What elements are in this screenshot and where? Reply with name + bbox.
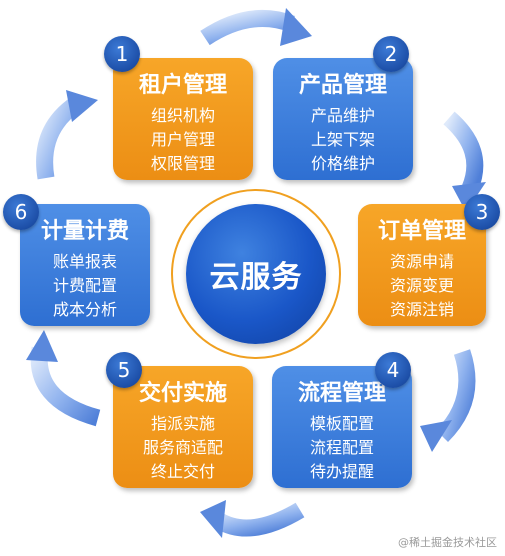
step-badge: 6 — [3, 194, 39, 230]
card-order-management: 订单管理 资源申请 资源变更 资源注销 — [358, 204, 486, 326]
card-item: 产品维护 — [310, 106, 375, 125]
card-title: 订单管理 — [377, 219, 466, 244]
step-badge: 1 — [104, 36, 140, 72]
arrow-2-to-3 — [443, 111, 486, 212]
card-item: 价格维护 — [310, 154, 375, 173]
arrow-5-to-6 — [26, 330, 101, 427]
card-item: 用户管理 — [150, 130, 215, 149]
center-label: 云服务 — [209, 260, 303, 295]
card-item: 指派实施 — [150, 414, 215, 433]
card-metering-billing: 计量计费 账单报表 计费配置 成本分析 — [20, 204, 150, 326]
step-badge: 4 — [375, 352, 411, 388]
center-ring — [171, 189, 341, 359]
card-title: 计量计费 — [40, 219, 129, 244]
card-item: 待办提醒 — [309, 462, 374, 481]
card-item: 资源申请 — [389, 252, 454, 271]
card-title: 流程管理 — [297, 381, 386, 406]
card-item: 服务商适配 — [142, 438, 223, 457]
step-badge: 5 — [106, 352, 142, 388]
card-product-management: 产品管理 产品维护 上架下架 价格维护 — [273, 58, 413, 180]
card-item: 流程配置 — [309, 438, 374, 457]
card-title: 产品管理 — [298, 73, 387, 98]
card-title: 租户管理 — [138, 73, 227, 98]
card-item: 资源注销 — [389, 300, 454, 319]
card-item: 账单报表 — [52, 252, 117, 271]
card-item: 资源变更 — [389, 276, 454, 295]
watermark: @稀土掘金技术社区 — [398, 536, 497, 549]
card-item: 模板配置 — [309, 414, 374, 433]
arrow-4-to-5 — [200, 500, 305, 538]
arrow-6-to-1 — [36, 90, 98, 180]
card-title: 交付实施 — [138, 381, 227, 406]
step-badge: 2 — [373, 36, 409, 72]
card-item: 组织机构 — [150, 106, 215, 125]
card-item: 计费配置 — [52, 276, 117, 295]
card-item: 成本分析 — [52, 300, 117, 319]
step-badge: 3 — [464, 194, 500, 230]
center-circle: 云服务 — [186, 204, 326, 344]
arrow-3-to-4 — [420, 349, 476, 452]
card-tenant-management: 租户管理 组织机构 用户管理 权限管理 — [113, 58, 253, 180]
card-item: 终止交付 — [150, 462, 215, 481]
card-item: 上架下架 — [310, 130, 375, 149]
arrow-1-to-2 — [200, 8, 312, 46]
card-delivery-implementation: 交付实施 指派实施 服务商适配 终止交付 — [113, 366, 253, 488]
card-item: 权限管理 — [150, 154, 215, 173]
